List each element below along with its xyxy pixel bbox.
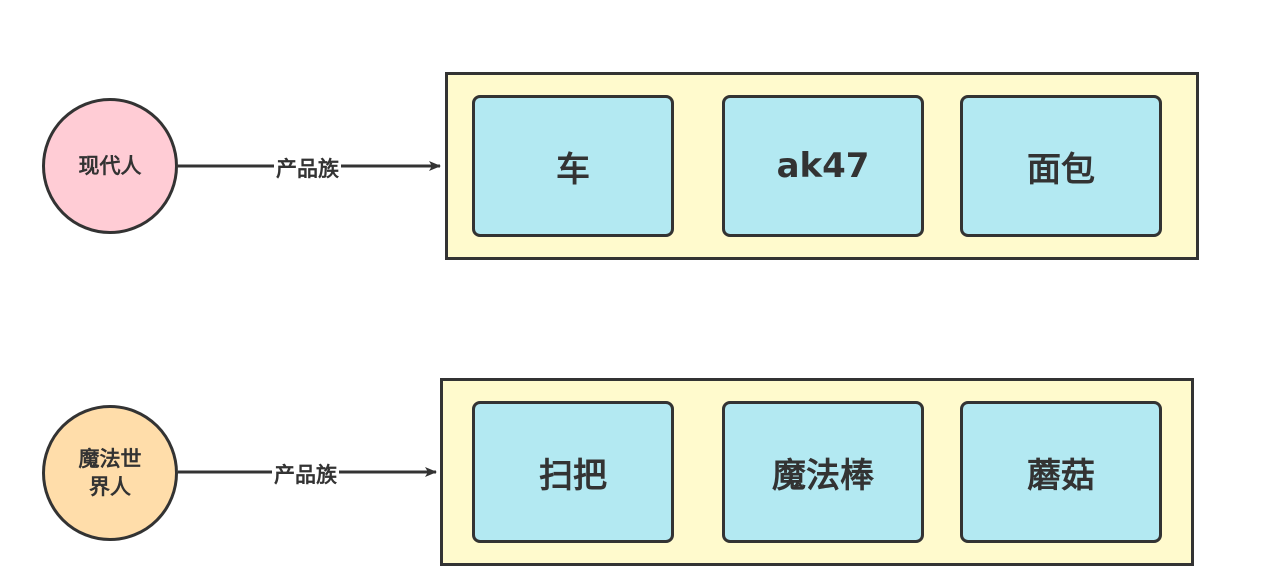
product-node-bread: 面包 — [960, 95, 1162, 237]
product-node-mushroom: 蘑菇 — [960, 401, 1162, 543]
product-node-car: 车 — [472, 95, 674, 237]
actor-label-modern: 现代人 — [78, 154, 142, 178]
edge-label-modern: 产品族 — [274, 156, 341, 182]
product-node-broom: 扫把 — [472, 401, 674, 543]
product-node-wand: 魔法棒 — [722, 401, 924, 543]
actor-node-modern: 现代人 — [42, 98, 178, 234]
product-node-ak47: ak47 — [722, 95, 924, 237]
product-family-group-modern: 车 ak47 面包 — [445, 72, 1199, 260]
product-family-group-magic: 扫把 魔法棒 蘑菇 — [440, 378, 1194, 566]
actor-label-magic: 魔法世 界人 — [78, 447, 142, 499]
actor-node-magic: 魔法世 界人 — [42, 405, 178, 541]
edge-label-magic: 产品族 — [272, 462, 339, 488]
